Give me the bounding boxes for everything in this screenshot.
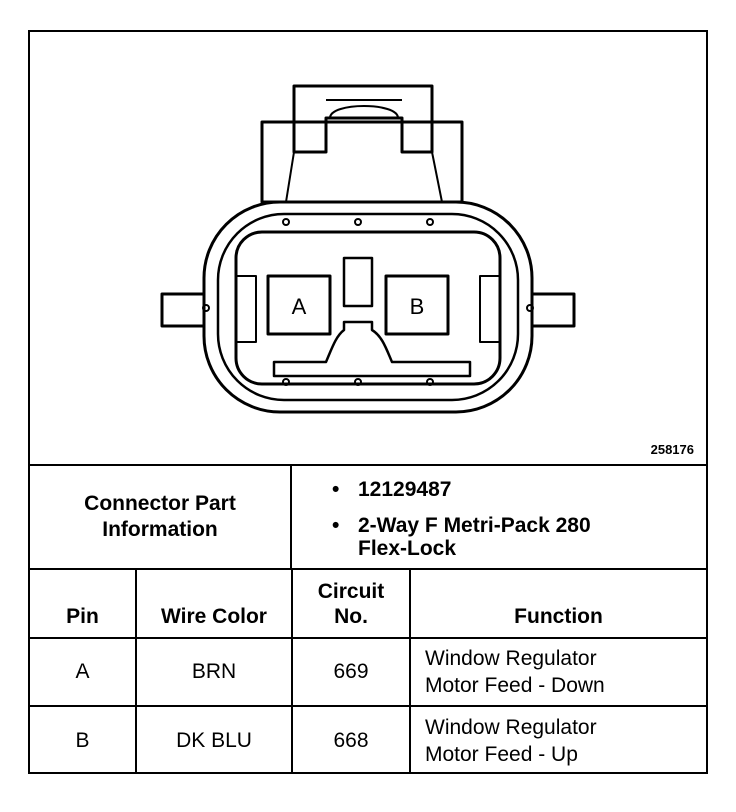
function-line-2: Motor Feed - Up bbox=[425, 742, 578, 766]
header-circuit: Circuit No. bbox=[291, 570, 411, 639]
cavity-a bbox=[266, 274, 332, 336]
circuit-cell: 668 bbox=[291, 705, 411, 774]
connector-description-line-1: 2-Way F Metri-Pack 280 bbox=[358, 514, 591, 537]
bullet-1: • bbox=[332, 478, 340, 501]
function-line-1: Window Regulator bbox=[425, 715, 597, 739]
connector-face-drawing: A B bbox=[160, 84, 576, 414]
connector-description-line-2: Flex-Lock bbox=[358, 537, 457, 560]
cavity-a-label: A bbox=[292, 294, 307, 319]
header-wire-color: Wire Color bbox=[135, 570, 293, 639]
latch-tab bbox=[292, 84, 434, 154]
part-number: 12129487 bbox=[358, 478, 452, 501]
table-row: B DK BLU 668 Window Regulator Motor Feed… bbox=[30, 705, 706, 774]
wire-color-cell: DK BLU bbox=[135, 705, 293, 774]
heading-line-1: Connector Part bbox=[84, 492, 236, 515]
table-row: A BRN 669 Window Regulator Motor Feed - … bbox=[30, 637, 706, 707]
header-circuit-line-2: No. bbox=[334, 605, 368, 628]
connector-info-row: Connector Part Information • 12129487 • … bbox=[30, 466, 706, 570]
header-pin: Pin bbox=[30, 570, 137, 639]
connector-diagram: A B 258176 bbox=[30, 32, 706, 466]
circuit-cell: 669 bbox=[291, 637, 411, 707]
function-cell: Window Regulator Motor Feed - Up bbox=[409, 705, 706, 774]
function-cell: Window Regulator Motor Feed - Down bbox=[409, 637, 706, 707]
cavity-b bbox=[384, 274, 450, 336]
center-key bbox=[272, 320, 472, 378]
left-ear bbox=[160, 292, 206, 328]
heading-line-2: Information bbox=[102, 518, 218, 541]
header-circuit-line-1: Circuit bbox=[317, 580, 385, 603]
pin-cell: B bbox=[30, 705, 137, 774]
cavity-b-label: B bbox=[410, 294, 425, 319]
function-line-2: Motor Feed - Down bbox=[425, 674, 605, 697]
right-ear bbox=[530, 292, 576, 328]
pinout-table: Pin Wire Color Circuit No. Function A BR… bbox=[30, 570, 706, 774]
pin-cell: A bbox=[30, 637, 137, 707]
function-line-1: Window Regulator bbox=[425, 647, 597, 670]
connector-sheet: A B 258176 Connector Part Information • … bbox=[28, 30, 708, 774]
figure-id: 258176 bbox=[650, 442, 694, 457]
bullet-2: • bbox=[332, 514, 340, 537]
table-header-row: Pin Wire Color Circuit No. Function bbox=[30, 570, 706, 639]
connector-info-details: • 12129487 • 2-Way F Metri-Pack 280 Flex… bbox=[292, 466, 706, 568]
header-function: Function bbox=[409, 570, 706, 639]
connector-info-heading: Connector Part Information bbox=[30, 466, 292, 568]
wire-color-cell: BRN bbox=[135, 637, 293, 707]
